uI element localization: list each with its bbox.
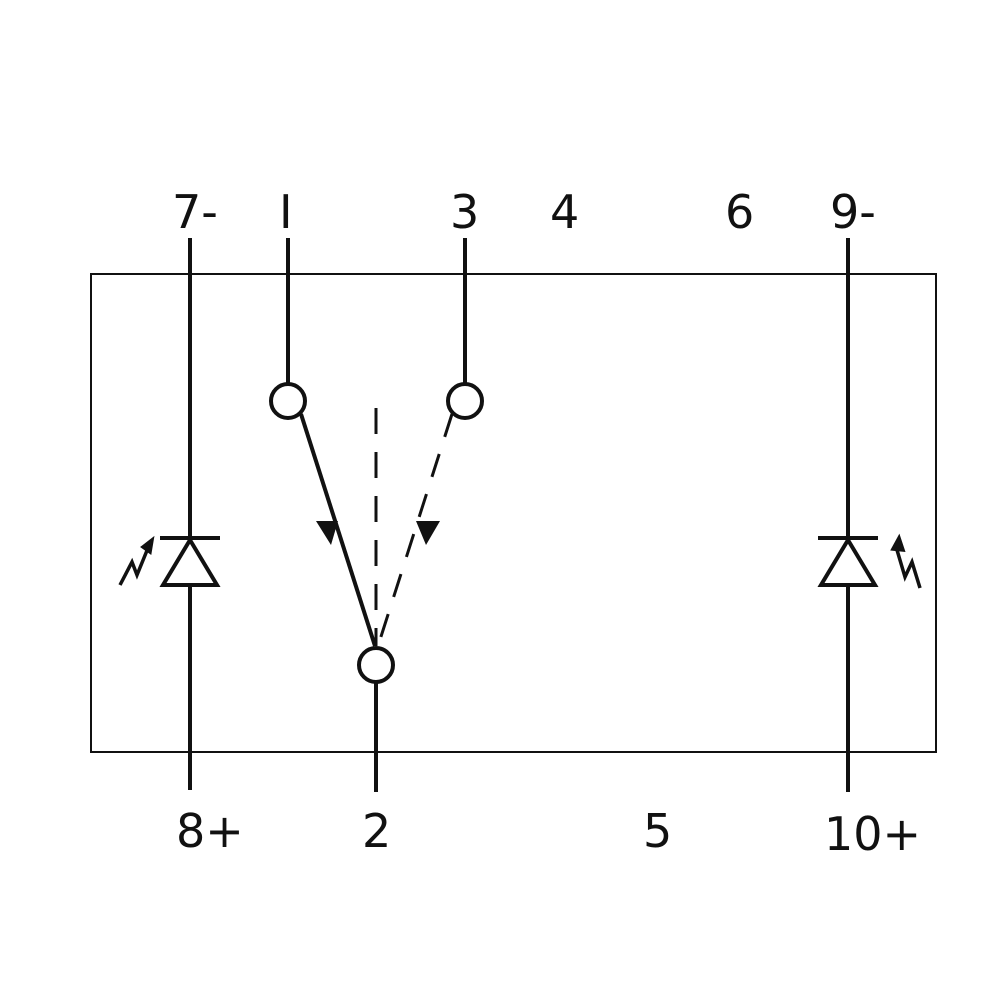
pin-5-label: 5: [643, 804, 672, 858]
direction-arrow-left: [316, 521, 338, 545]
pin-1-label: I: [279, 185, 293, 239]
right-led-light-icon: [890, 533, 922, 589]
right-led: [817, 238, 879, 792]
terminal-1: [269, 382, 307, 420]
contact-terminals: [269, 382, 484, 684]
left-led-light-icon: [118, 535, 155, 586]
pin-9-label: 9-: [830, 185, 876, 239]
contact-leads: [286, 238, 467, 792]
pin-4-label: 4: [550, 185, 579, 239]
pin-8-label: 8+: [176, 804, 244, 858]
pin-6-label: 6: [725, 185, 754, 239]
right-led-triangle: [817, 536, 879, 587]
left-led-triangle: [159, 536, 221, 587]
pin-7-label: 7-: [172, 185, 218, 239]
switch-lever-active: [299, 413, 377, 647]
pin-2-label: 2: [362, 804, 391, 858]
left-led: [159, 238, 221, 790]
switch-lever-alternate-dashed: [376, 413, 454, 647]
direction-arrow-right: [416, 521, 440, 545]
terminal-3: [446, 382, 484, 420]
pin-10-label: 10+: [824, 807, 921, 861]
switch-housing: [90, 273, 937, 753]
pin-3-label: 3: [450, 185, 479, 239]
terminal-2: [357, 646, 395, 684]
